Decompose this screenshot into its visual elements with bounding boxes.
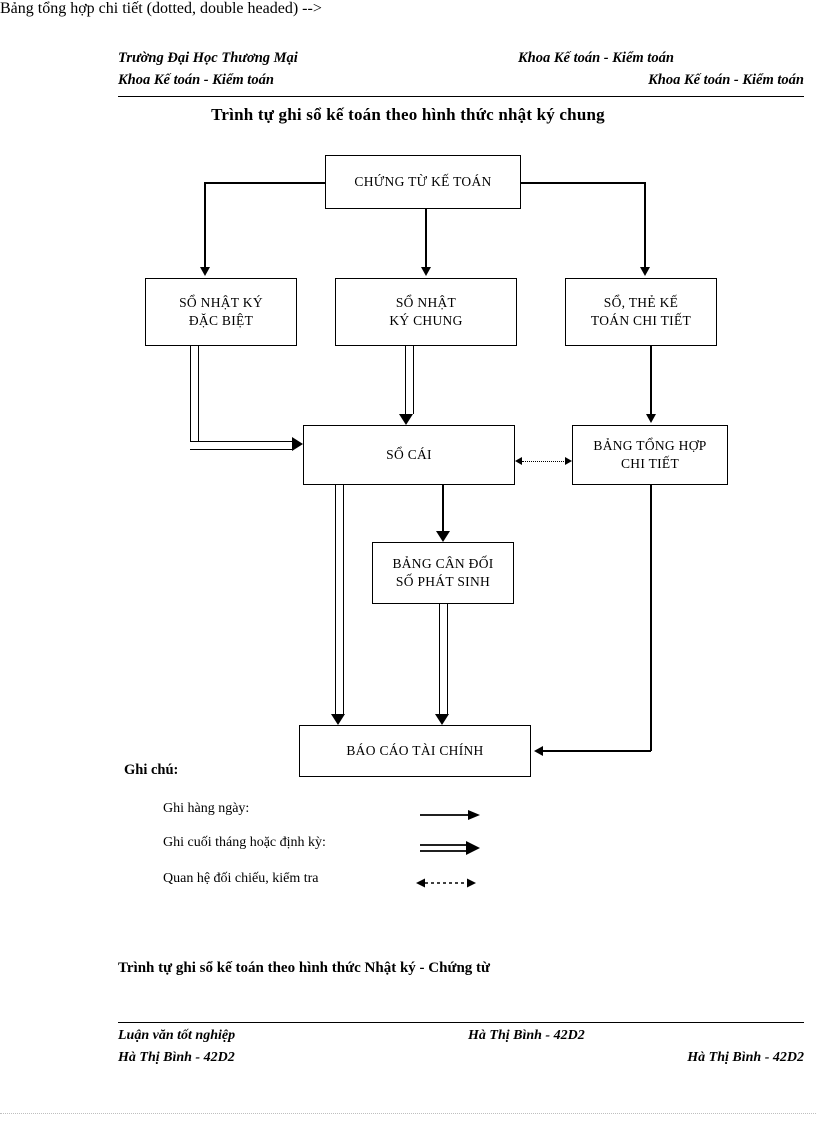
edge-socai-bangth-arrow-right	[565, 457, 572, 465]
edge-nkc-to-socai-arrow	[399, 414, 413, 425]
edge-socai-to-bangcd-v	[442, 485, 444, 531]
node-sothe-line1: SỔ, THẺ KẾ	[603, 295, 679, 311]
edge-chungtu-to-nkc-arrow	[421, 267, 431, 276]
figure-caption: Trình tự ghi sổ kế toán theo hình thức N…	[118, 960, 491, 976]
page-bottom-edge	[0, 1113, 816, 1114]
node-bangcd-line1: BẢNG CÂN ĐỐI	[392, 556, 494, 572]
edge-bangth-to-baocao-h	[543, 750, 651, 752]
edge-chungtu-to-sothe-arrow	[640, 267, 650, 276]
legend-item-daily-label: Ghi hàng ngày:	[163, 801, 250, 816]
node-nkc-line2: KÝ CHUNG	[389, 313, 463, 328]
header-divider	[118, 96, 804, 97]
page-footer: Luận văn tốt nghiệp Hà Thị Bình - 42D2 H…	[118, 1028, 804, 1072]
legend-symbol-thin-arrow-icon	[420, 808, 480, 826]
node-bao-cao-tai-chinh: BÁO CÁO TÀI CHÍNH	[299, 725, 531, 777]
legend-item-crosscheck: Quan hệ đối chiếu, kiểm tra	[163, 871, 319, 887]
edge-chungtu-mid-v	[425, 209, 427, 267]
footer-author-left: Hà Thị Bình - 42D2	[118, 1050, 235, 1065]
edge-bangth-to-baocao-arrow	[534, 746, 543, 756]
edge-socai-bangth-arrow-left	[515, 457, 522, 465]
header-row-1: Trường Đại Học Thương Mại Khoa Kế toán -…	[118, 50, 804, 72]
node-chung-tu-label: CHỨNG TỪ KẾ TOÁN	[354, 174, 492, 190]
node-sothe-line2: TOÁN CHI TIẾT	[590, 313, 692, 328]
legend-symbol-dotted-arrow-icon	[416, 875, 476, 893]
thin-arrow-right-icon	[420, 810, 480, 820]
footer-author-right: Hà Thị Bình - 42D2	[687, 1050, 804, 1065]
edge-bangcd-to-baocao-arrow	[435, 714, 449, 725]
edge-nkc-to-socai-v	[405, 346, 414, 414]
edge-socai-to-bangcd-arrow	[436, 531, 450, 542]
edge-bangcd-to-baocao-v	[439, 604, 448, 714]
page-title: Trình tự ghi sổ kế toán theo hình thức n…	[211, 105, 605, 124]
header-faculty-right: Khoa Kế toán - Kiểm toán	[648, 72, 804, 88]
header-row-2: Khoa Kế toán - Kiểm toán Khoa Kế toán - …	[118, 72, 804, 94]
node-chung-tu-ke-toan: CHỨNG TỪ KẾ TOÁN	[325, 155, 521, 209]
footer-row-2: Hà Thị Bình - 42D2 Hà Thị Bình - 42D2	[118, 1050, 804, 1072]
legend-item-daily: Ghi hàng ngày:	[163, 801, 249, 817]
edge-chungtu-right-h	[519, 182, 645, 184]
node-nkdb-line1: SỔ NHẬT KÝ	[179, 295, 263, 311]
node-baocao-label: BÁO CÁO TÀI CHÍNH	[346, 743, 484, 759]
legend-item-monthly-label: Ghi cuối tháng hoặc định kỳ:	[163, 835, 326, 850]
node-bangcd-line2: SỐ PHÁT SINH	[395, 574, 491, 589]
node-so-nhat-ky-chung: SỔ NHẬT KÝ CHUNG	[335, 278, 517, 346]
edge-nkdb-to-socai-h	[190, 441, 292, 450]
edge-sothe-to-bangth-v	[650, 346, 652, 414]
header-faculty-left: Khoa Kế toán - Kiểm toán	[118, 72, 274, 88]
node-nkc-line1: SỔ NHẬT	[395, 295, 457, 311]
edge-nkdb-to-socai-arrow	[292, 437, 303, 451]
edge-nkdb-to-socai-v	[190, 346, 199, 441]
node-nkdb-line2: ĐẶC BIỆT	[188, 313, 254, 328]
legend-item-monthly: Ghi cuối tháng hoặc định kỳ:	[163, 835, 326, 851]
dotted-double-head-arrow-icon	[416, 878, 476, 888]
node-so-the-ke-toan-chi-tiet: SỔ, THẺ KẾ TOÁN CHI TIẾT	[565, 278, 717, 346]
edge-chungtu-right-v	[644, 182, 646, 267]
node-so-cai: SỔ CÁI	[303, 425, 515, 485]
double-arrow-right-icon	[420, 841, 480, 855]
legend-title: Ghi chú:	[124, 762, 179, 778]
footer-author-top: Hà Thị Bình - 42D2	[468, 1028, 585, 1043]
edge-socai-to-baocao-left-arrow	[331, 714, 345, 725]
legend-item-crosscheck-label: Quan hệ đối chiếu, kiểm tra	[163, 871, 319, 886]
node-bangth-line1: BẢNG TỔNG HỢP	[593, 438, 707, 454]
footer-row-1: Luận văn tốt nghiệp Hà Thị Bình - 42D2	[118, 1028, 804, 1050]
page-header: Trường Đại Học Thương Mại Khoa Kế toán -…	[118, 50, 804, 94]
edge-socai-bangth-dotted	[522, 461, 566, 462]
footer-divider	[118, 1022, 804, 1023]
edge-bangth-to-baocao-v	[650, 485, 652, 751]
node-bangth-line2: CHI TIẾT	[620, 456, 679, 471]
edge-sothe-to-bangth-arrow	[646, 414, 656, 423]
footer-thesis-label: Luận văn tốt nghiệp	[118, 1028, 236, 1043]
header-faculty-top: Khoa Kế toán - Kiểm toán	[518, 50, 674, 66]
edge-chungtu-to-nkdb-arrow	[200, 267, 210, 276]
edge-socai-to-baocao-left-v	[335, 485, 344, 714]
edge-chungtu-left-v	[204, 182, 206, 267]
edge-chungtu-left-h	[204, 182, 327, 184]
node-bang-tong-hop-chi-tiet: BẢNG TỔNG HỢP CHI TIẾT	[572, 425, 728, 485]
legend-symbol-double-arrow-icon	[420, 841, 480, 860]
node-so-nhat-ky-dac-biet: SỔ NHẬT KÝ ĐẶC BIỆT	[145, 278, 297, 346]
node-so-cai-label: SỔ CÁI	[386, 447, 432, 463]
header-university: Trường Đại Học Thương Mại	[118, 50, 298, 66]
node-bang-can-doi-so-phat-sinh: BẢNG CÂN ĐỐI SỐ PHÁT SINH	[372, 542, 514, 604]
